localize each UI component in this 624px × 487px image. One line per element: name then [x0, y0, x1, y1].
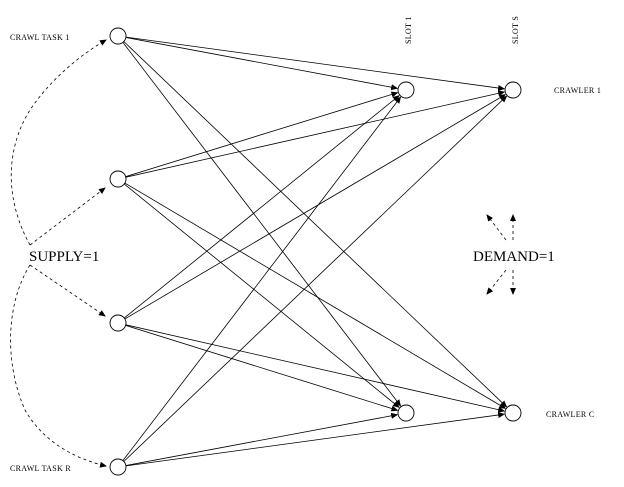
edge-task-3-to-slot-2 — [124, 94, 507, 320]
supply-arrow-2 — [29, 187, 106, 246]
slot-s-crawler-1-node — [504, 81, 522, 99]
edge-task-4-to-slot-3 — [125, 412, 399, 466]
edge-task-2-to-slot-2 — [125, 90, 506, 178]
edge-task-2-to-slot-4 — [124, 182, 507, 409]
task-node-2 — [109, 170, 127, 188]
crawl-task-r-label: CRAWL TASK R — [10, 464, 71, 473]
task-node-3 — [109, 314, 127, 332]
edge-task-3-to-slot-3 — [125, 325, 399, 412]
edge-task-3-to-slot-4 — [125, 324, 506, 413]
edges-layer — [122, 36, 508, 467]
slot-s-label: SLOT S — [511, 16, 520, 44]
edge-task-1-to-slot-1 — [125, 37, 399, 91]
edge-task-4-to-slot-1 — [122, 96, 402, 461]
demand-arrows — [486, 214, 516, 295]
crawler-c-label: CRAWLER C — [546, 410, 595, 419]
supply-arrow-4 — [10, 264, 107, 468]
supply-label: SUPPLY=1 — [29, 249, 99, 265]
edge-task-2-to-slot-3 — [123, 183, 400, 408]
nodes-layer — [109, 27, 522, 476]
slot-s-crawler-c-node — [504, 404, 522, 422]
edge-task-1-to-slot-4 — [123, 41, 508, 408]
supply-arrow-1 — [10, 39, 107, 246]
demand-label: DEMAND=1 — [473, 249, 555, 265]
slot-1-label: SLOT 1 — [404, 16, 413, 44]
edge-task-1-to-slot-3 — [122, 42, 402, 407]
slot-1-crawler-1-node — [397, 81, 415, 99]
edge-task-2-to-slot-1 — [125, 91, 399, 177]
supply-arrow-3 — [29, 264, 106, 317]
task-node-1 — [109, 27, 127, 45]
supply-arrows — [10, 39, 107, 468]
task-node-4 — [109, 458, 127, 476]
edge-task-4-to-slot-4 — [125, 412, 506, 467]
edge-task-1-to-slot-2 — [125, 36, 506, 91]
crawler-1-label: CRAWLER 1 — [554, 86, 601, 95]
crawl-task-1-label: CRAWL TASK 1 — [10, 33, 70, 42]
slot-1-crawler-c-node — [397, 404, 415, 422]
demand-arrow-3 — [486, 269, 507, 295]
edge-task-4-to-slot-2 — [123, 95, 508, 462]
demand-arrow-1 — [486, 214, 507, 241]
edge-task-3-to-slot-1 — [123, 95, 400, 319]
